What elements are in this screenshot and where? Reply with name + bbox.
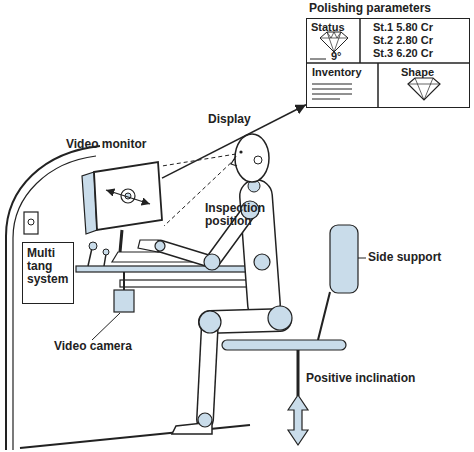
speaker-box <box>24 212 38 234</box>
cell-divider <box>306 62 470 64</box>
control-knob <box>89 242 97 250</box>
chair-seat <box>222 340 346 350</box>
wrist-joint <box>155 241 165 251</box>
ankle-joint <box>198 413 212 427</box>
backrest-arm <box>318 292 330 340</box>
station-cell: St.1 5.80 CrSt.2 2.80 CrSt.3 6.20 Cr <box>361 19 471 64</box>
monitor-stand <box>120 230 122 252</box>
cell-divider <box>359 18 361 63</box>
video-monitor: Video monitor <box>92 160 162 232</box>
status-cell: Status 9° <box>307 19 361 64</box>
chair-post <box>297 350 300 396</box>
nose <box>231 156 237 166</box>
head <box>235 134 269 182</box>
monitor-outline <box>92 160 162 232</box>
node-text: St.1 5.80 Cr <box>373 21 433 33</box>
inventory-lines <box>312 84 352 99</box>
gem-facets <box>320 32 348 52</box>
eye <box>239 150 242 153</box>
node-text: St.2 2.80 Cr <box>373 34 433 46</box>
desk-top <box>76 266 272 272</box>
angle-mark <box>310 59 326 60</box>
part-label: Video camera <box>54 340 132 353</box>
node-heading: Polishing parameters <box>309 2 431 15</box>
shin <box>205 322 210 420</box>
ear <box>254 156 262 164</box>
control-lever <box>104 254 106 266</box>
hood-inner <box>13 156 96 450</box>
sight-line <box>162 154 236 166</box>
node-text: Status <box>311 21 345 33</box>
part-label: Side support <box>368 251 441 264</box>
cell-divider <box>377 63 379 108</box>
control-knob <box>103 249 109 255</box>
edge-label: Display <box>208 113 251 126</box>
elbow-joint <box>204 254 220 270</box>
leader-line <box>92 313 120 340</box>
display-panel: Status 9° St.1 5.80 CrSt.2 2.80 CrSt.3 6.2… <box>306 18 470 108</box>
camera-mount <box>123 272 125 290</box>
knee-joint <box>199 311 221 333</box>
node-text: Inventory <box>312 66 362 78</box>
video-camera <box>114 290 134 312</box>
leader-line <box>358 258 366 259</box>
side-support <box>330 225 358 293</box>
position-label: Inspection position <box>205 202 271 228</box>
node-text: Shape <box>401 66 434 78</box>
node-heading: Video monitor <box>66 138 146 151</box>
shape-facets <box>408 78 440 100</box>
hip-joint <box>268 306 292 330</box>
monitor-screen <box>94 162 162 230</box>
control-lever <box>88 248 92 266</box>
hood-outline <box>6 146 100 450</box>
shin-outline <box>205 322 210 420</box>
height-arrow <box>288 395 308 445</box>
pointer-arrow <box>162 105 306 178</box>
shape-icon <box>408 78 440 100</box>
gem-icon <box>320 32 348 52</box>
multi-tang-box: Multi tang system <box>22 242 74 304</box>
speaker-cone <box>28 219 34 225</box>
node-text: St.3 6.20 Cr <box>373 47 433 59</box>
waist-joint <box>254 254 270 270</box>
inventory-cell: Inventory <box>307 64 379 109</box>
node-text: 9° <box>331 50 342 62</box>
footrest <box>20 425 250 448</box>
node-text: Multi tang system <box>27 247 71 287</box>
tilt-arrow <box>106 190 150 204</box>
shape-cell: Shape <box>379 64 471 109</box>
adjustment-label: Positive inclination <box>306 372 415 385</box>
